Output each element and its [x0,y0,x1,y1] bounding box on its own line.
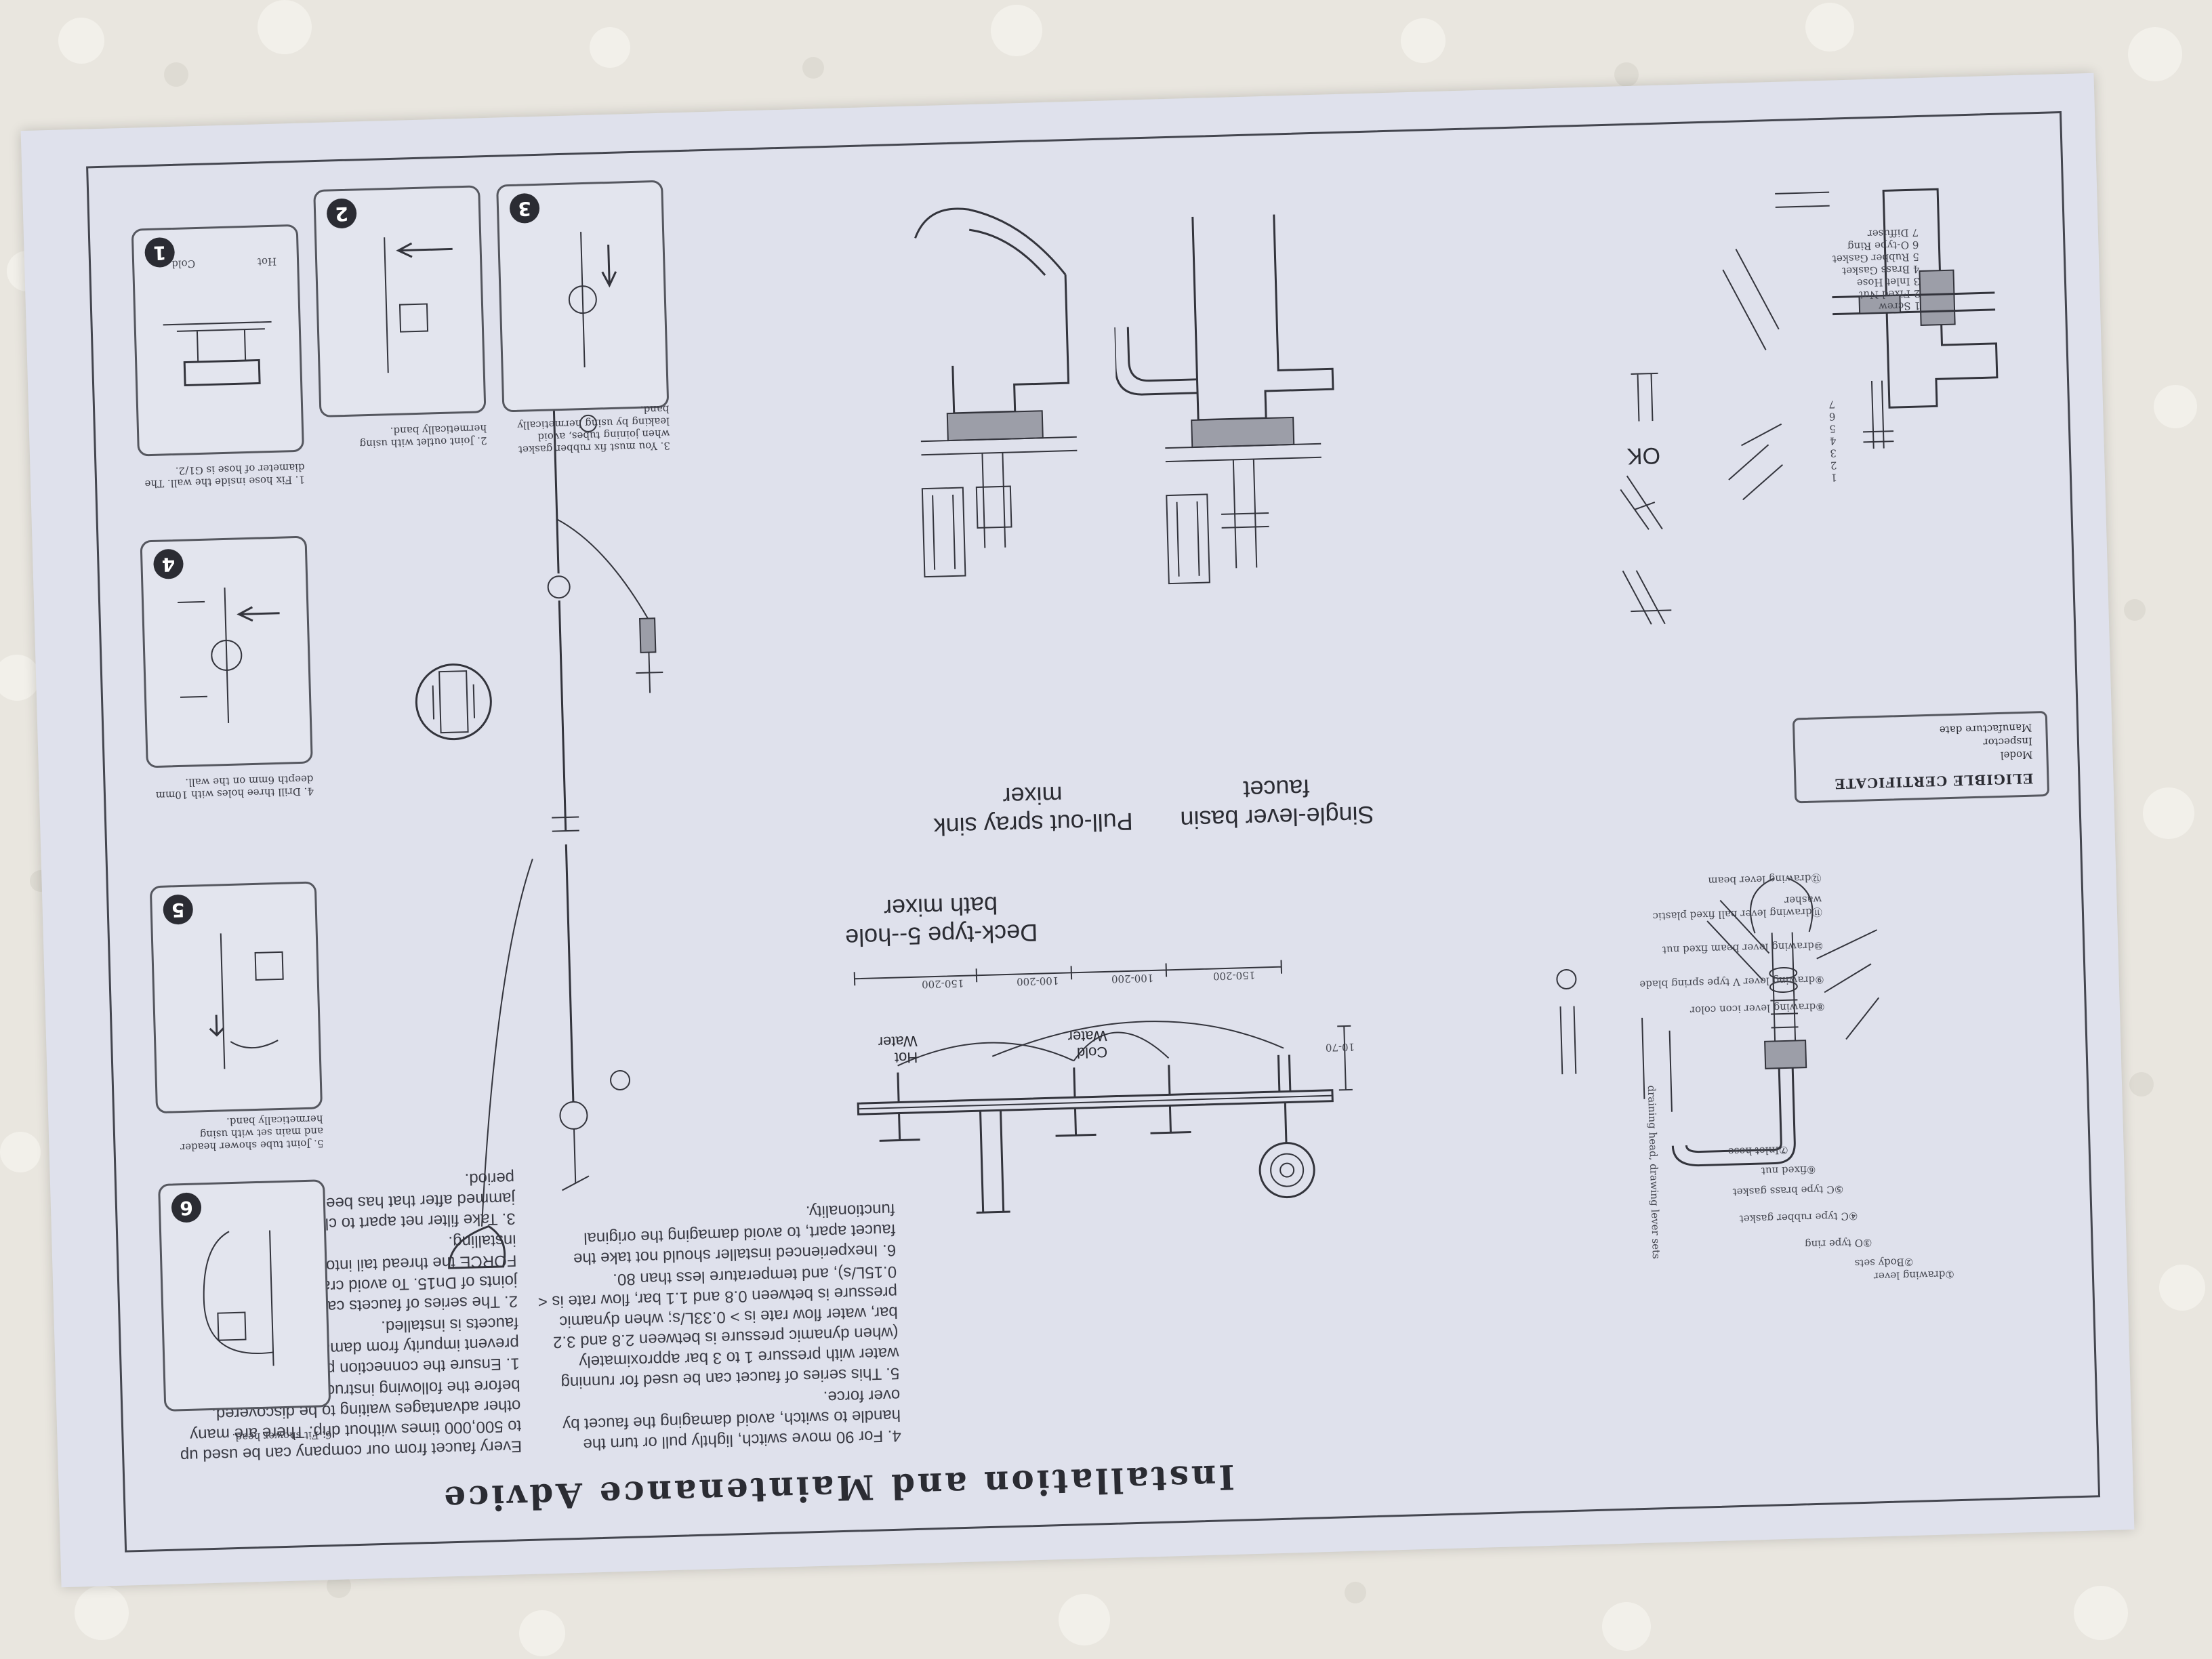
deck-type-bath-mixer-drawing [853,960,1353,1214]
page-title: Installation and Maintenance Advice [441,1456,1235,1519]
label-o-type-ring: ③O type ring [1804,1236,1872,1251]
step-5-caption: 5. Joint tube shower header and main set… [180,1113,324,1154]
step-2-illustration [384,237,453,373]
part-number-6: 6 [1828,410,1836,423]
dim-1: 150-200 [1212,968,1256,983]
step-1-illustration [163,321,272,387]
pull-out-mixer-drawing [914,207,1078,578]
single-lever-faucet-drawing [1113,214,1334,585]
step-2-caption: 2. Joint outlet with using hermetically … [359,422,487,451]
part-number-5: 5 [1829,422,1837,435]
label-cold-water: Cold Water [1067,1027,1108,1062]
exploded-faucet-diagram [1556,877,1880,1167]
label-deck-type-bath-mixer: Deck-type 5--hole bath mixer [844,891,1038,952]
valve-closeup [415,663,492,741]
label-hot-water: Hot Water [878,1032,918,1067]
label-drawing-lever: ①drawing lever [1873,1268,1955,1283]
basin-faucet-parts-diagram [1722,188,1999,501]
label-single-lever-basin-faucet: Single-lever basin faucet [1179,774,1375,834]
step-6-box: 6 [158,1179,331,1412]
certificate-manufacture-date: Manufacture date [1939,721,2032,737]
part-number-7: 7 [1828,398,1836,411]
step-5-box: 5 [149,881,323,1114]
step-3-illustration [568,232,617,368]
dim-3: 100-200 [1016,974,1059,988]
step-2-box: 2 [313,185,487,417]
step-1-hot: Hot [257,255,277,268]
certificate-title: ELIGIBLE CERTIFICATE [1834,770,2034,792]
certificate-model: Model [2000,748,2033,762]
step-1-cold: Cold [171,258,196,270]
label-inlet-hose: ⑦Inlet hose [1727,1143,1788,1158]
advice-item-4: 4. For 90 move switch, lightly pull or t… [562,1385,902,1454]
step-5-illustration [209,933,284,1069]
step-1-caption: 1. Fix hose inside the wall. The diamete… [144,461,306,491]
label-body-sets: ②Body sets [1854,1255,1914,1270]
part-numbers: 1 2 3 4 5 6 7 [1808,398,1838,485]
step-3-box: 3 [496,180,670,413]
dim-10-70: 10-70 [1325,1040,1355,1054]
part-number-3: 3 [1830,447,1837,459]
step-6-illustration [203,1230,274,1366]
hose-ok-illustrations [1620,372,1672,625]
step-3-caption: 3. You must fix rubber gasket when joini… [517,403,671,456]
dim-4: 150-200 [921,977,964,991]
instruction-sheet: Installation and Maintenance Advice Ever… [20,73,2135,1588]
certificate-inspector: Inspector [1983,735,2033,749]
parts-list: 1 Screw 2 Fixed Nut 3 Inlet Hose 4 Brass… [1810,226,1921,314]
part-number-4: 4 [1829,434,1837,447]
step-1-number: 1 [144,237,176,268]
part-number-2: 2 [1830,459,1837,472]
label-fixed-nut: ⑥fixed nut [1761,1163,1816,1178]
step-4-box: 4 [140,535,313,769]
eligible-certificate: ELIGIBLE CERTIFICATE Model Inspector Man… [1792,710,2050,804]
sheet-content: Installation and Maintenance Advice Ever… [86,111,2096,1548]
dim-2: 100-200 [1111,971,1154,985]
step-1-box: Hot Cold 1 [131,224,304,457]
part-number-1: 1 [1830,471,1838,484]
step-4-caption: 4. Drill three holes with 10mm deepth 6m… [155,773,314,802]
label-pull-out-spray-sink-mixer: Pull-out spray sink mixer [933,781,1134,841]
step-4-illustration [178,587,280,723]
